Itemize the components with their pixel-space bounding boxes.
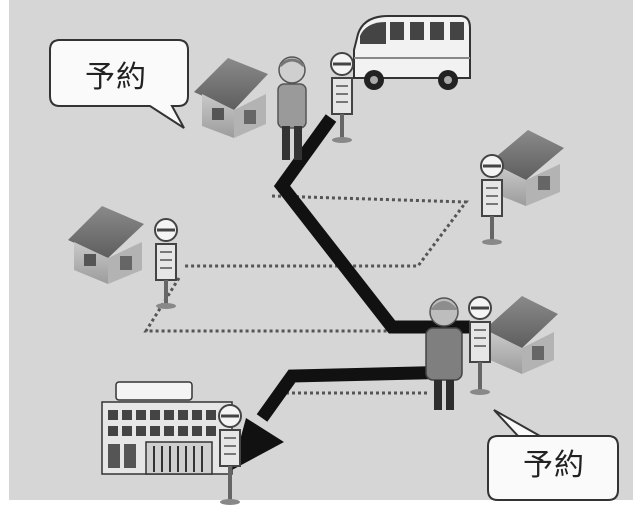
active-route: [232, 114, 470, 470]
reservation-bubble-label: 予約: [523, 448, 585, 483]
bus-stop-icon: [480, 154, 504, 245]
house-icon: [484, 296, 558, 374]
van-icon: [353, 15, 471, 90]
bus-stop-icon: [154, 218, 178, 309]
route-arrowhead: [232, 418, 284, 470]
speech-bubble-2: [487, 409, 619, 501]
hospital-building-icon: [101, 381, 242, 505]
house-icon: [194, 58, 268, 138]
house-icon: [68, 206, 144, 284]
elderly-woman-icon: [425, 297, 463, 410]
bus-stop-icon: [468, 296, 492, 395]
reservation-bubble-label: 予約: [85, 60, 147, 95]
bus-stop-icon: [330, 52, 354, 143]
speech-bubble-1: [49, 39, 189, 129]
house-icon: [490, 130, 564, 206]
elderly-man-icon: [277, 56, 307, 160]
